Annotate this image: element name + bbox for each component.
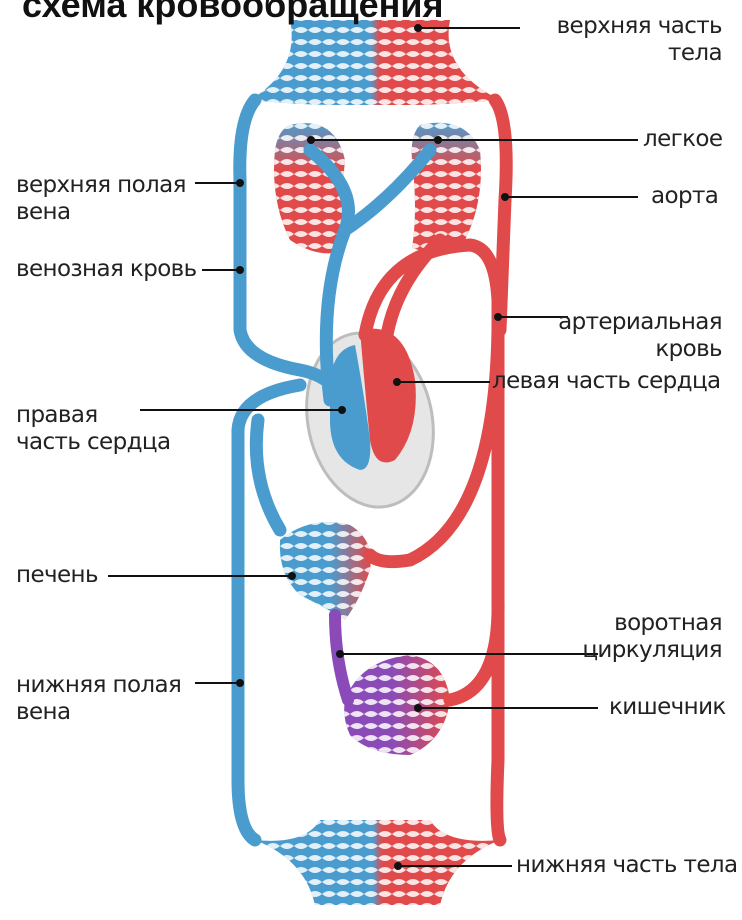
label-portal-line2: циркуляция [582, 637, 722, 664]
label-arterial-blood: артериальная кровь [558, 309, 722, 363]
label-ivc-line1: нижняя полая [16, 672, 181, 699]
label-inferior-vena-cava: нижняя полая вена [16, 672, 181, 726]
mesenteric-artery-path [450, 600, 498, 700]
label-right-heart: правая часть сердца [16, 402, 170, 456]
label-arterial-line1: артериальная [558, 309, 722, 336]
label-lung: легкое [643, 126, 722, 153]
label-lower-body: нижняя часть тела [516, 852, 737, 879]
label-svc-line1: верхняя полая [16, 172, 186, 199]
label-intestine: кишечник [609, 694, 726, 721]
label-left-heart: левая часть сердца [492, 368, 721, 395]
label-upper-body: верхняя часть тела [557, 13, 722, 67]
inferior-vena-cava-path [238, 385, 300, 840]
label-venous-blood: венозная кровь [16, 256, 197, 283]
label-portal-line1: воротная [582, 610, 722, 637]
intestine-capillary-bed [344, 655, 450, 755]
upper-body-capillary-bed [250, 20, 500, 105]
label-right-heart-line2: часть сердца [16, 429, 170, 456]
hepatic-vein-path [256, 420, 280, 530]
label-right-heart-line1: правая [16, 402, 170, 429]
diagram-title: схема кровообращения [22, 0, 444, 26]
label-upper-body-line2: тела [557, 40, 722, 67]
label-liver: печень [16, 562, 98, 589]
label-arterial-line2: кровь [558, 336, 722, 363]
label-aorta: аорта [651, 183, 718, 210]
label-upper-body-line1: верхняя часть [557, 13, 722, 40]
lower-body-capillary-bed [255, 820, 500, 905]
label-portal-circulation: воротная циркуляция [582, 610, 722, 664]
heart [291, 321, 449, 519]
liver-capillary-bed [280, 522, 371, 620]
label-svc-line2: вена [16, 199, 186, 226]
right-lung [412, 123, 481, 252]
label-superior-vena-cava: верхняя полая вена [16, 172, 186, 226]
label-ivc-line2: вена [16, 699, 181, 726]
